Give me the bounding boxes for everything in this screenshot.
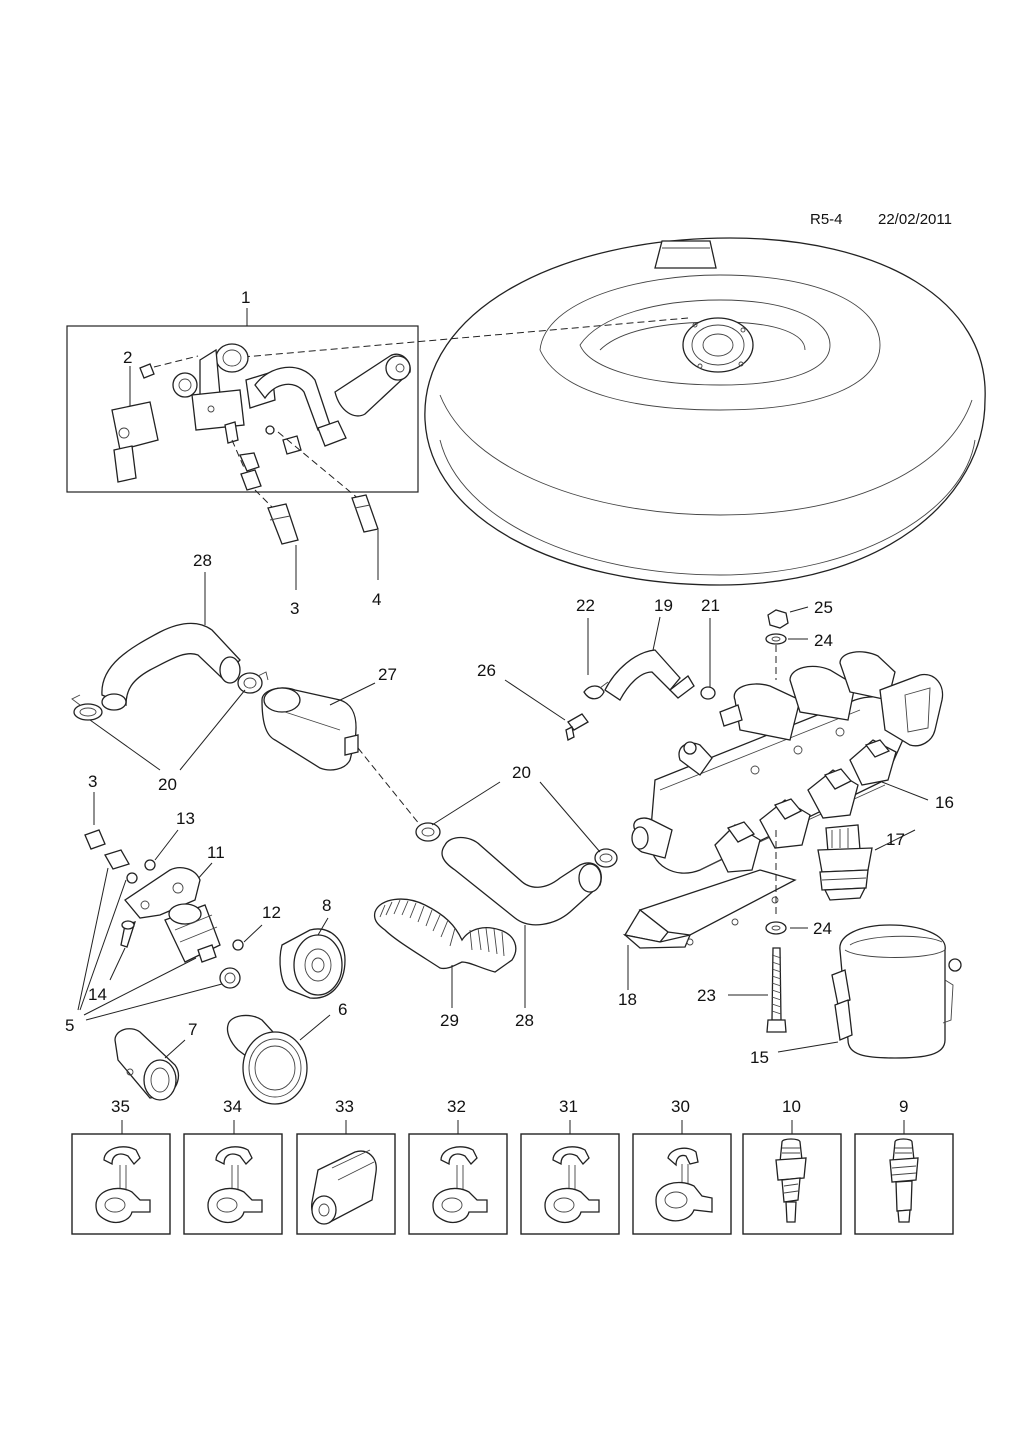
- hose-icon: [101, 622, 241, 711]
- callout-22: 22: [576, 596, 595, 615]
- screw-icon: [120, 920, 136, 948]
- parts-box-32: 32: [408, 1097, 508, 1235]
- hose-clamp-icon: [71, 694, 103, 721]
- callout-3: 3: [290, 599, 299, 618]
- double-clip-icon: [432, 1146, 488, 1224]
- parts-box-33: 33: [296, 1097, 396, 1235]
- double-clip-icon: [95, 1146, 151, 1224]
- box-label: 35: [111, 1097, 130, 1116]
- box-label: 31: [559, 1097, 578, 1116]
- callout-18: 18: [618, 990, 637, 1009]
- callout-5: 5: [65, 1016, 74, 1035]
- callout-27: 27: [378, 665, 397, 684]
- tank-flange-icon: [682, 317, 754, 373]
- box-label: 32: [447, 1097, 466, 1116]
- callout-28-left: 28: [193, 551, 212, 570]
- parts-box-9: 9: [854, 1097, 954, 1235]
- callout-23: 23: [697, 986, 716, 1005]
- callout-15: 15: [750, 1048, 769, 1067]
- callout-25: 25: [814, 598, 833, 617]
- mounting-bracket-icon: [622, 869, 797, 949]
- callout-24-top: 24: [814, 631, 833, 650]
- split-sleeve-icon: [311, 1149, 377, 1225]
- injector-rail-icon: [631, 651, 944, 874]
- callout-11: 11: [207, 843, 225, 862]
- callout-1: 1: [241, 288, 250, 307]
- assembly-frame: [66, 325, 419, 493]
- box-label: 30: [671, 1097, 690, 1116]
- hose-clamp-icon: [700, 686, 716, 700]
- filler-cap-icon: [279, 928, 346, 999]
- box-label: 33: [335, 1097, 354, 1116]
- hose-clamp-icon: [583, 681, 609, 700]
- parts-box-31: 31: [520, 1097, 620, 1235]
- ecu-pouch-icon: [831, 924, 962, 1059]
- hose-clamp-icon: [237, 671, 269, 694]
- parts-box-30: 30: [632, 1097, 732, 1235]
- hose-icon: [441, 836, 602, 926]
- callout-4: 4: [372, 590, 381, 609]
- toroidal-tank: [424, 237, 986, 586]
- callout-12: 12: [262, 903, 281, 922]
- nut-icon: [767, 606, 809, 629]
- callout-21: 21: [701, 596, 720, 615]
- callout-8: 8: [322, 896, 331, 915]
- callout-2: 2: [123, 348, 132, 367]
- pipe-union-icon: [239, 452, 299, 545]
- pipe-nut-icon: [84, 829, 138, 884]
- filler-nozzle-icon: [226, 1014, 308, 1105]
- callout-17: 17: [886, 830, 905, 849]
- filler-valve-icon: [164, 903, 241, 989]
- washer-icon: [765, 633, 808, 645]
- parts-box-34: 34: [183, 1097, 283, 1235]
- callout-16: 16: [935, 793, 954, 812]
- callout-3-lower: 3: [88, 772, 97, 791]
- callout-13: 13: [176, 809, 195, 828]
- callout-26: 26: [477, 661, 496, 680]
- filler-adapter-icon: [114, 1028, 179, 1101]
- box-label: 34: [223, 1097, 242, 1116]
- single-clip-icon: [655, 1147, 713, 1222]
- washer-icon: [765, 921, 787, 935]
- callout-20-middle: 20: [512, 763, 531, 782]
- hose-clamp-icon: [415, 822, 441, 842]
- callout-14: 14: [88, 985, 107, 1004]
- callout-24-bottom: 24: [813, 919, 832, 938]
- pipe-end-icon: [351, 494, 379, 533]
- screw-head-icon: [144, 859, 156, 871]
- box-label: 10: [782, 1097, 801, 1116]
- bolt-icon: [766, 947, 787, 1033]
- parts-box-35: 35: [71, 1097, 171, 1235]
- callout-7: 7: [188, 1020, 197, 1039]
- parts-box-row: 35 34 33: [71, 1097, 954, 1235]
- valve-adapter-icon: [775, 1138, 807, 1223]
- nipple-icon: [565, 713, 589, 741]
- gas-filter-icon: [261, 687, 359, 771]
- multivalve-icon: [111, 343, 411, 501]
- callout-29: 29: [440, 1011, 459, 1030]
- double-clip-icon: [544, 1146, 600, 1224]
- diagram-date: 22/02/2011: [878, 211, 952, 228]
- diagram-reference: R5-4: [810, 211, 843, 228]
- hose-icon: [604, 649, 695, 701]
- box-label: 9: [899, 1097, 908, 1116]
- hose-clamp-icon: [594, 848, 618, 868]
- callout-6: 6: [338, 1000, 347, 1019]
- callout-19: 19: [654, 596, 673, 615]
- injector-icon: [817, 824, 873, 901]
- callout-20-left: 20: [158, 775, 177, 794]
- parts-box-10: 10: [742, 1097, 842, 1235]
- callout-28-middle: 28: [515, 1011, 534, 1030]
- corrugated-hose-icon: [373, 898, 517, 973]
- double-clip-icon: [207, 1146, 263, 1224]
- screw-head-icon: [232, 939, 244, 951]
- valve-adapter-icon: [889, 1138, 919, 1223]
